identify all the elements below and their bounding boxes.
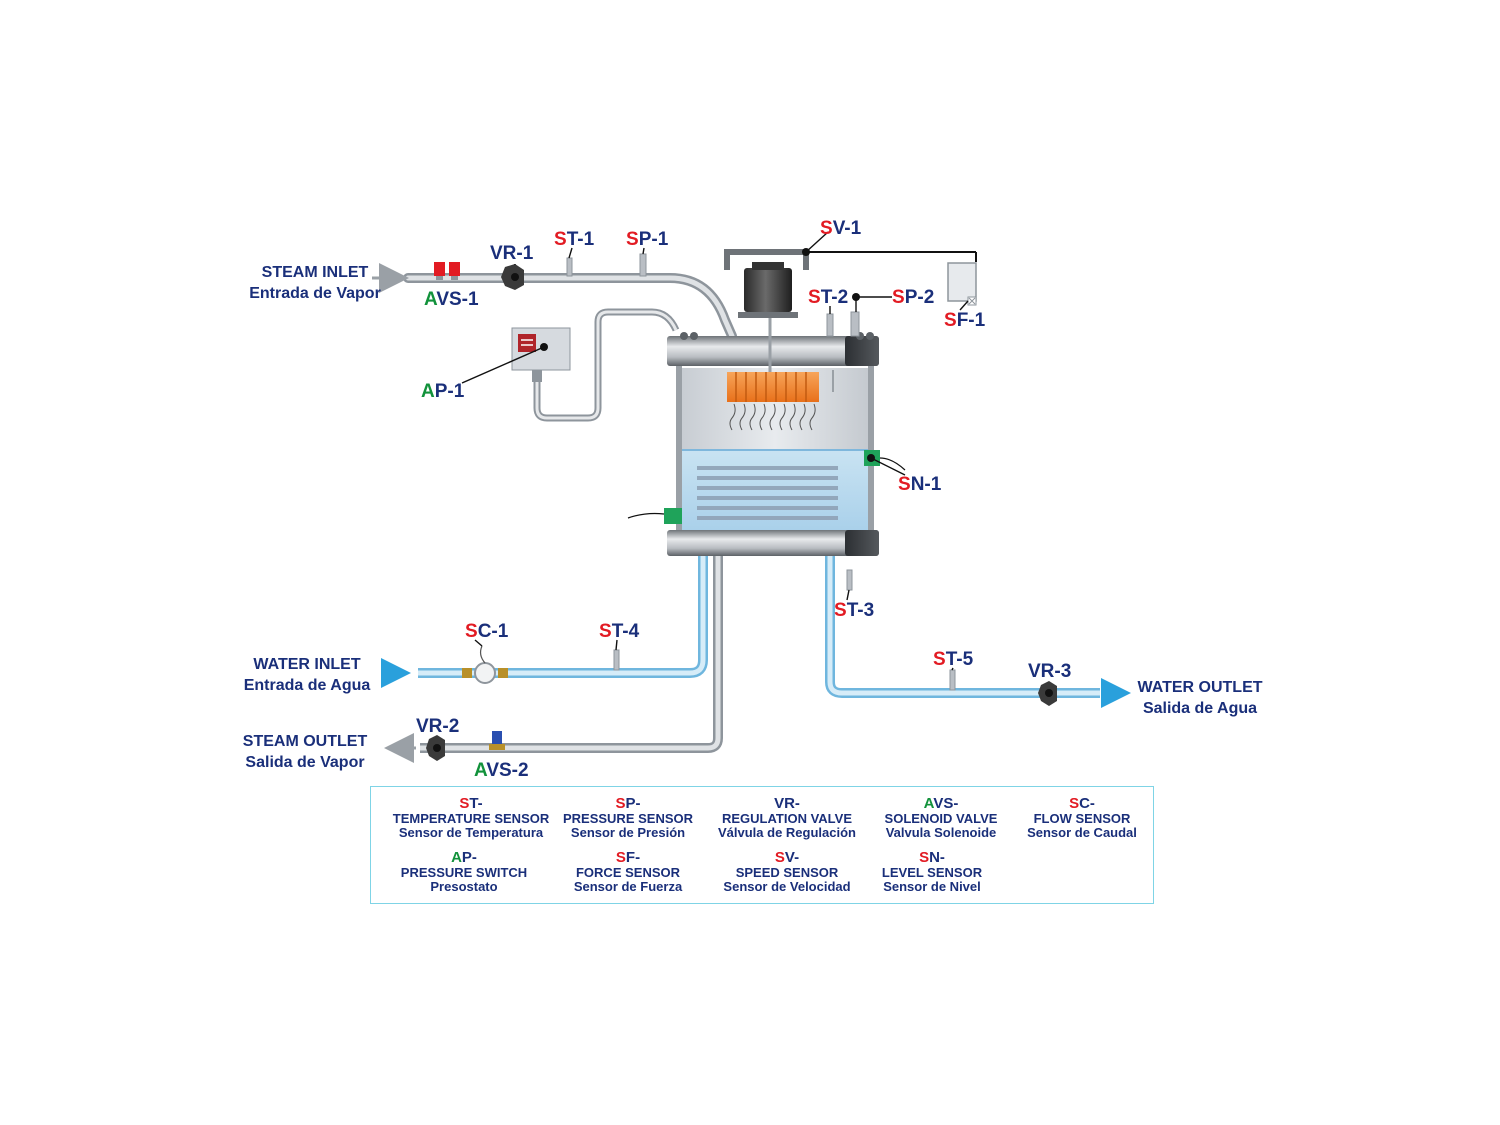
temperature-probe-st4: [613, 649, 620, 671]
steam-inlet-en: STEAM INLET: [261, 264, 369, 281]
solenoid-valve-avs2: [489, 731, 505, 750]
sn1-node: [867, 454, 875, 462]
level-sensor-lower: [627, 508, 682, 524]
legend-item-flow-sensor: SC- FLOW SENSOR Sensor de Caudal: [997, 796, 1167, 840]
legend-en: FLOW SENSOR: [1033, 811, 1131, 826]
legend-item-speed-sensor: SV- SPEED SENSOR Sensor de Velocidad: [702, 850, 872, 894]
tag-avs1: AVS-1: [424, 289, 479, 310]
pressure-switch: [511, 327, 571, 382]
tag-vr2: VR-2: [416, 716, 460, 737]
temperature-probe-st5: [949, 669, 956, 691]
vr1-node: [511, 273, 519, 281]
pressure-switch-line: [533, 308, 680, 422]
legend-item-temperature-sensor: ST- TEMPERATURE SENSOR Sensor de Tempera…: [386, 796, 556, 840]
tag-sv1: SV-1: [820, 218, 862, 239]
legend-es: Válvula de Regulación: [718, 825, 856, 840]
force-sensor-box: [947, 262, 977, 306]
pressure-probe-sp1: [639, 253, 647, 277]
tag-ap1: AP-1: [421, 381, 465, 402]
legend-item-regulation-valve: VR- REGULATION VALVE Válvula de Regulaci…: [702, 796, 872, 840]
tag-sp2: SP-2: [892, 287, 935, 308]
legend-en: SOLENOID VALVE: [884, 811, 998, 826]
water-inlet-es: Entrada de Agua: [243, 677, 371, 694]
legend-en: LEVEL SENSOR: [881, 865, 983, 880]
legend-item-pressure-sensor: SP- PRESSURE SENSOR Sensor de Presión: [543, 796, 713, 840]
flow-sensor-sc1: [462, 645, 508, 684]
lid-fittings: [826, 311, 860, 392]
legend-es: Presostato: [430, 879, 498, 894]
legend-es: Sensor de Velocidad: [723, 879, 851, 894]
tag-avs2: AVS-2: [474, 760, 529, 781]
steam-outlet-pipe: [384, 556, 723, 763]
tag-vr3: VR-3: [1028, 661, 1072, 682]
vr3-node: [1045, 689, 1053, 697]
water-inlet-label: WATER INLET Entrada de Agua: [232, 654, 382, 696]
water-outlet-es: Salida de Agua: [1142, 700, 1258, 717]
legend-item-solenoid-valve: AVS- SOLENOID VALVE Valvula Solenoide: [856, 796, 1026, 840]
water-inlet-pipe: [381, 556, 708, 688]
solenoid-valve-avs1: [434, 262, 460, 280]
legend-en: TEMPERATURE SENSOR: [392, 811, 550, 826]
leader-lines: [461, 231, 969, 671]
water-outlet-pipe: [825, 556, 1131, 708]
legend-item-pressure-switch: AP- PRESSURE SWITCH Presostato: [379, 850, 549, 894]
legend-es: Valvula Solenoide: [885, 825, 997, 840]
tank: [667, 332, 879, 556]
temperature-probe-st3: [846, 569, 853, 591]
legend-es: Sensor de Nivel: [883, 879, 981, 894]
legend-en: SPEED SENSOR: [735, 865, 839, 880]
heat-exchanger-coil: [697, 466, 838, 520]
legend-en: FORCE SENSOR: [575, 865, 680, 880]
steam-outlet-label: STEAM OUTLET Salida de Vapor: [225, 731, 385, 773]
legend-en: PRESSURE SENSOR: [562, 811, 694, 826]
legend-es: Sensor de Caudal: [1027, 825, 1137, 840]
sp2-node: [852, 293, 860, 301]
tag-sn1: SN-1: [898, 474, 942, 495]
steam-outlet-en: STEAM OUTLET: [242, 733, 368, 750]
legend-es: Sensor de Temperatura: [398, 825, 544, 840]
water-inlet-en: WATER INLET: [253, 656, 361, 673]
legend-item-level-sensor: SN- LEVEL SENSOR Sensor de Nivel: [847, 850, 1017, 894]
steam-inlet-pipe: [372, 263, 737, 341]
legend-item-force-sensor: SF- FORCE SENSOR Sensor de Fuerza: [543, 850, 713, 894]
steam-inlet-es: Entrada de Vapor: [249, 285, 381, 302]
legend-en: PRESSURE SWITCH: [400, 865, 528, 880]
tag-st4: ST-4: [599, 621, 640, 642]
tag-st5: ST-5: [933, 649, 974, 670]
legend-es: Sensor de Fuerza: [573, 879, 683, 894]
legend-en: REGULATION VALVE: [722, 811, 852, 826]
tag-sf1: SF-1: [944, 310, 986, 331]
motor-assembly: [724, 249, 977, 318]
vr2-node: [433, 744, 441, 752]
tag-sp1: SP-1: [626, 229, 669, 250]
sv1-node: [802, 248, 810, 256]
legend-es: Sensor de Presión: [570, 825, 686, 840]
steam-outlet-es: Salida de Vapor: [245, 754, 365, 771]
heater: [727, 318, 819, 431]
tag-sc1: SC-1: [465, 621, 509, 642]
tag-st3: ST-3: [834, 600, 875, 621]
water-outlet-label: WATER OUTLET Salida de Agua: [1120, 677, 1280, 719]
tag-st1: ST-1: [554, 229, 595, 250]
steam-inlet-label: STEAM INLET Entrada de Vapor: [240, 262, 390, 304]
tag-st2: ST-2: [808, 287, 849, 308]
legend-box: ST- TEMPERATURE SENSOR Sensor de Tempera…: [370, 786, 1154, 904]
tag-vr1: VR-1: [490, 243, 534, 264]
water-outlet-en: WATER OUTLET: [1137, 679, 1263, 696]
temperature-probe-st1: [566, 257, 573, 277]
